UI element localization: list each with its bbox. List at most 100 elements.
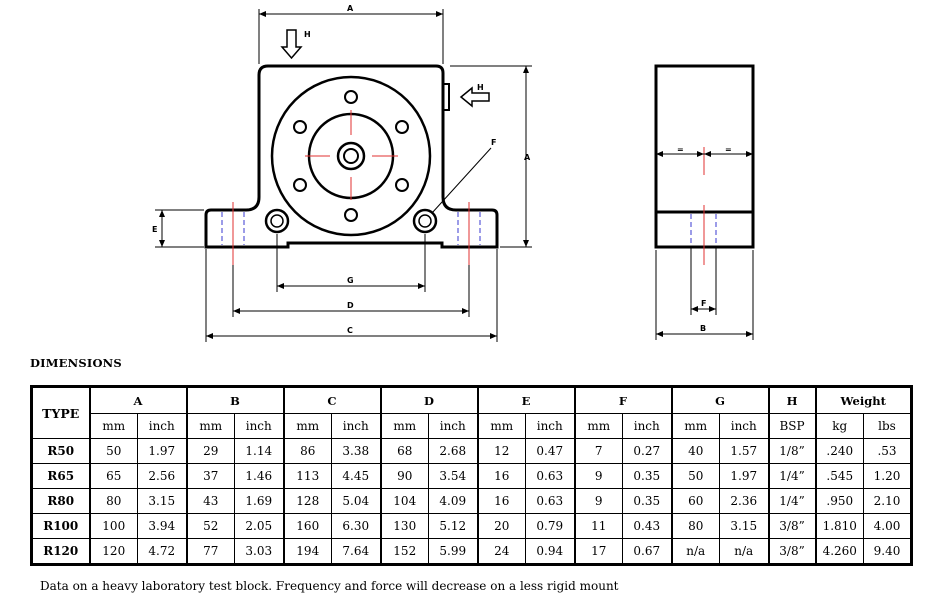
table-cell: 1.810 <box>814 513 864 539</box>
table-cell: 2.10 <box>863 488 912 514</box>
table-cell: 2.68 <box>428 438 478 464</box>
label-g: G <box>347 276 354 285</box>
table-cell: 29 <box>185 438 235 464</box>
group-header-g: G <box>670 386 769 414</box>
table-cell: 80 <box>670 513 720 539</box>
table-cell: 100 <box>88 513 138 539</box>
table-cell: n/a <box>719 538 769 565</box>
table-cell: 1.46 <box>234 463 284 489</box>
table-cell: 2.36 <box>719 488 769 514</box>
table-cell: 65 <box>88 463 138 489</box>
group-header-row: TYPE A B C D E F G H Weight <box>31 386 912 439</box>
table-cell: 9.40 <box>863 538 912 565</box>
table-cell: 37 <box>185 463 235 489</box>
mount-hole-left <box>264 208 290 234</box>
hub-inner-circle <box>343 148 359 164</box>
group-header-d: D <box>379 386 478 414</box>
label-eq-left: = <box>677 145 684 154</box>
table-cell: 50 <box>88 438 138 464</box>
table-cell: 2.56 <box>137 463 187 489</box>
unit-header-cell: mm <box>573 413 623 439</box>
group-header-e: E <box>476 386 575 414</box>
table-cell: 120 <box>88 538 138 565</box>
label-h-top: H <box>304 30 311 39</box>
table-cell: 24 <box>476 538 526 565</box>
table-cell: .53 <box>863 438 912 464</box>
h-side-arrow <box>459 86 490 108</box>
table-cell: 1/4” <box>767 463 816 489</box>
mount-hole-right-inner <box>418 214 432 228</box>
table-cell: 0.43 <box>622 513 672 539</box>
table-cell: 0.94 <box>525 538 575 565</box>
row-type-cell: R120 <box>31 538 90 565</box>
unit-header-cell: mm <box>282 413 332 439</box>
table-cell: 86 <box>282 438 332 464</box>
side-hidden-lines <box>690 214 717 245</box>
type-header: TYPE <box>31 386 90 439</box>
row-type-cell: R50 <box>31 438 90 464</box>
front-dimensions <box>155 9 532 342</box>
table-cell: 90 <box>379 463 429 489</box>
technical-drawing: A H H A F E G D C = = F B <box>152 4 755 342</box>
table-cell: 3.03 <box>234 538 284 565</box>
group-header-weight: Weight <box>814 386 912 414</box>
unit-header-cell: inch <box>331 413 381 439</box>
table-cell: 68 <box>379 438 429 464</box>
table-cell: .950 <box>814 488 864 514</box>
footnote: Data on a heavy laboratory test block. F… <box>40 579 619 593</box>
mount-hole-left-inner <box>270 214 284 228</box>
table-cell: 0.63 <box>525 463 575 489</box>
table-cell: 3/8” <box>767 538 816 565</box>
table-cell: 0.27 <box>622 438 672 464</box>
table-cell: 3.15 <box>137 488 187 514</box>
table-cell: 4.72 <box>137 538 187 565</box>
unit-header-cell: BSP <box>767 413 816 439</box>
section-title: DIMENSIONS <box>30 356 122 370</box>
table-cell: 0.47 <box>525 438 575 464</box>
table-cell: 152 <box>379 538 429 565</box>
table-cell: 80 <box>88 488 138 514</box>
unit-header-cell: inch <box>525 413 575 439</box>
table-cell: 0.67 <box>622 538 672 565</box>
table-cell: 4.45 <box>331 463 381 489</box>
table-cell: 4.09 <box>428 488 478 514</box>
unit-header-cell: lbs <box>863 413 912 439</box>
label-f-front: F <box>491 138 496 147</box>
side-arrowheads <box>656 151 753 337</box>
table-cell: 1.20 <box>863 463 912 489</box>
flange-outer-circle <box>270 75 432 237</box>
table-cell: 17 <box>573 538 623 565</box>
table-cell: 1.97 <box>137 438 187 464</box>
front-view <box>204 64 499 249</box>
table-cell: 20 <box>476 513 526 539</box>
table-cell: 5.04 <box>331 488 381 514</box>
row-type-cell: R100 <box>31 513 90 539</box>
unit-header-cell: mm <box>670 413 720 439</box>
table-cell: 1.14 <box>234 438 284 464</box>
table-cell: 16 <box>476 463 526 489</box>
label-h-side: H <box>477 83 484 92</box>
table-cell: .545 <box>814 463 864 489</box>
table-cell: 4.00 <box>863 513 912 539</box>
unit-header-cell: inch <box>719 413 769 439</box>
label-d: D <box>347 301 354 310</box>
table-cell: 7.64 <box>331 538 381 565</box>
front-body-outline <box>204 64 499 249</box>
front-arrowheads <box>159 11 529 339</box>
table-cell: 1.57 <box>719 438 769 464</box>
unit-header-cell: mm <box>476 413 526 439</box>
table-cell: 43 <box>185 488 235 514</box>
hub-outer-circle <box>336 141 366 171</box>
table-cell: 130 <box>379 513 429 539</box>
table-cell: .240 <box>814 438 864 464</box>
label-c: C <box>347 326 353 335</box>
table-cell: 160 <box>282 513 332 539</box>
table-cell: 16 <box>476 488 526 514</box>
table-cell: 0.79 <box>525 513 575 539</box>
label-eq-right: = <box>725 145 732 154</box>
row-type-cell: R80 <box>31 488 90 514</box>
front-hidden-lines <box>221 212 481 245</box>
